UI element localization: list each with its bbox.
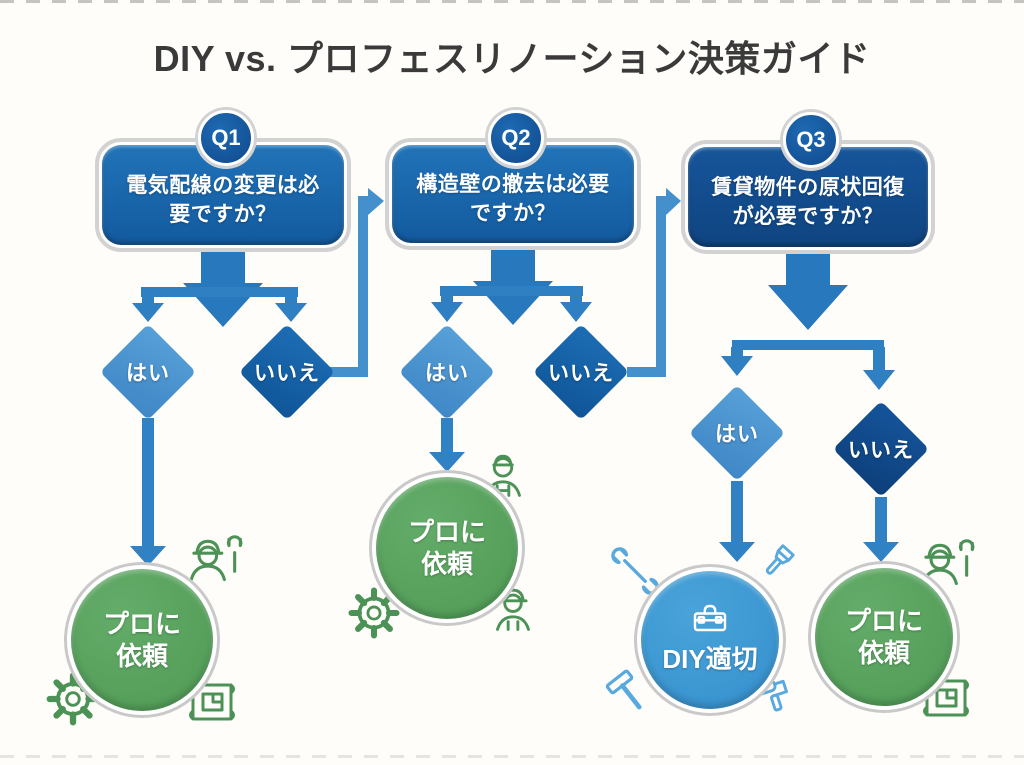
diy-content: DIY適切 [640,597,780,676]
q1-no-to-q2-connector [330,188,384,377]
q2-question-text: 構造壁の撤去は必要ですか？ [416,172,610,225]
flowchart-title: DIY vs. プロフェスリノーション決策ガイド [153,38,871,79]
q2-no-label: いいえ [548,362,614,385]
outcome-label-q2: プロに依頼 [407,516,486,580]
q1-yes-to-outcome-arrow [130,418,166,566]
bottom-edge-artifact [0,755,1024,758]
toolbox-icon [685,597,735,639]
outcome-label-q3-pro: プロに依頼 [844,605,923,669]
pro-circle-fill: プロに依頼 [815,568,953,706]
outcome-circle-q1-pro: プロに依頼 [64,562,220,718]
q2-no-diamond: いいえ [532,323,630,421]
q3-no-label: いいえ [848,439,914,462]
q1-badge: Q1 [198,110,254,166]
q3-branch-bar [721,340,895,390]
q2-yes-diamond: はい [398,323,496,421]
paintbrush-icon [746,538,802,594]
gear-icon [344,583,404,643]
q1-no-label: いいえ [254,362,320,385]
q3-question-text: 賃貸物件の原状回復が必要ですか？ [711,175,905,228]
q3-no-to-outcome-arrow [863,497,899,562]
q1-question-text: 電気配線の変更は必要ですか？ [126,173,320,226]
q2-yes-to-outcome-arrow [429,418,465,472]
q3-down-arrow [768,254,848,330]
pro-circle-fill: プロに依頼 [71,569,213,711]
q1-yes-label: はい [126,362,170,385]
outcome-label-q1: プロに依頼 [102,608,181,672]
q2-badge: Q2 [488,110,544,166]
pro-circle-fill: プロに依頼 [376,477,518,619]
construction-worker-icon [180,530,246,596]
outcome-circle-q2-pro: プロに依頼 [369,470,525,626]
q2-no-to-q3-connector [627,188,681,377]
q1-yes-diamond: はい [99,323,197,421]
q3-yes-to-outcome-arrow [719,481,755,562]
diy-circle-fill: DIY適切 [641,571,779,709]
outcome-circle-q3-diy: DIY適切 [634,564,786,716]
top-edge-artifact [0,0,1024,3]
q3-badge: Q3 [783,112,839,168]
hammer-icon [598,662,658,722]
q2-yes-label: はい [425,362,469,385]
q1-no-diamond: いいえ [238,323,336,421]
q3-yes-label: はい [715,423,759,446]
q2-branch-bar [431,286,592,322]
q3-yes-diamond: はい [688,384,786,482]
q1-branch-bar [132,287,307,322]
q3-no-diamond: いいえ [832,400,930,498]
outcome-circle-q3-pro: プロに依頼 [808,561,960,713]
outcome-label-q3-diy: DIY適切 [662,643,758,674]
gear-icon [42,668,104,730]
